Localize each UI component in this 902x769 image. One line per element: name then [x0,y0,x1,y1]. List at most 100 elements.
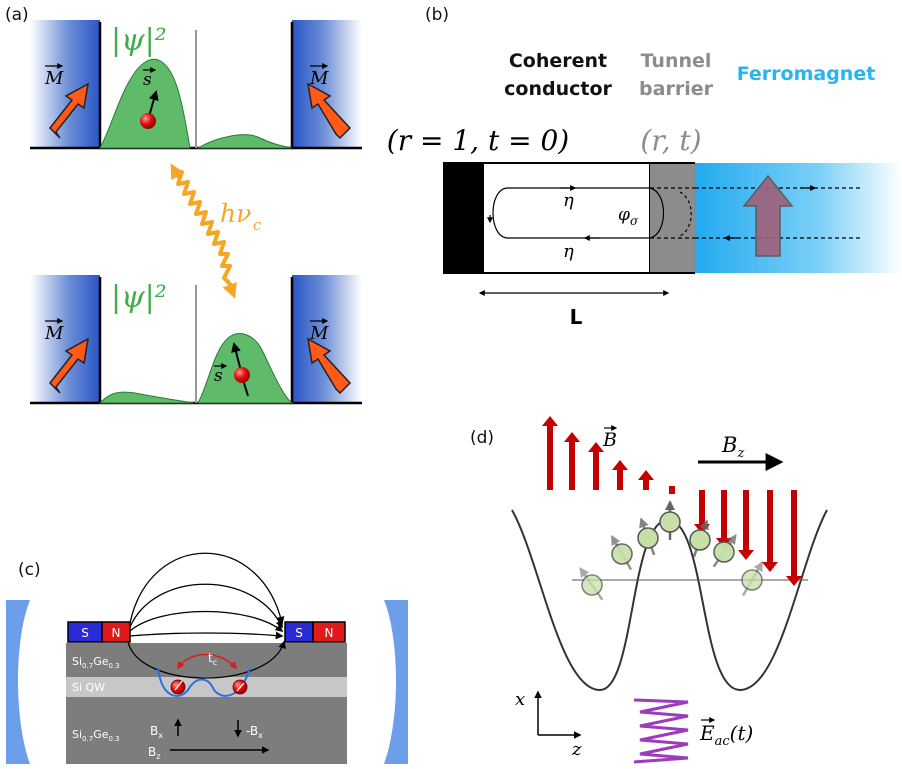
eac-label: Eac(t) [699,721,753,749]
panel-a-label: (a) [5,5,29,25]
loop-path [492,187,650,239]
bz-label-d: Bz [721,433,744,461]
panel-c: (c) S N S N Si0.7Ge0.3 Si QW Si0.7Ge0.3 … [6,552,408,764]
upper-well: s |ψ|² M M [30,20,362,150]
ferromagnet-region [695,163,902,273]
eta-top: η [563,190,574,211]
field-arrow [738,490,754,560]
photon-label-sub: c [253,216,262,234]
tunnel-arrow [177,653,237,670]
bx-label: Bx [150,724,163,740]
ac-drive-wave [633,698,689,764]
upper-right-M: M [309,68,329,89]
lower-wavefunction-tail [98,391,195,404]
eta-bottom: η [563,241,574,262]
upper-wavefunction [99,58,191,149]
right-magnet-upper [292,20,362,148]
left-dot-spin [174,680,183,691]
lower-electron [234,367,250,383]
upper-spin-label: s [143,70,152,90]
photon-arrowhead-down [222,279,237,299]
field-arrow [786,490,802,586]
left-magnet-s-label: S [81,626,89,640]
double-dot-potential [157,667,251,697]
top-layer-si: Si0.7Ge0.3 [72,655,120,670]
photon: hν c [170,163,262,299]
particle [611,543,633,565]
upper-right-moment-arrow [307,82,352,140]
label-tunnel: Tunnel [641,50,712,72]
barrier-rt: (r, t) [640,124,701,157]
panel-d-label: (d) [470,428,494,448]
bottom-layer-si: Si0.7Ge0.3 [72,728,120,743]
particle [637,527,659,549]
particle [741,569,763,591]
field-arrow [716,490,732,548]
label-ferromagnet: Ferromagnet [737,63,876,85]
barrier-reflect-dash [679,191,692,237]
panel-b: (b) Coherent conductor Tunnel barrier Fe… [387,5,902,329]
lower-right-M: M [309,323,329,344]
barrier-dashes [650,187,695,239]
left-magnet-n [101,621,131,643]
right-dot-spin [236,682,245,692]
upper-wavefunction-tail [196,134,293,149]
lower-left-M: M [44,323,64,344]
left-magnet-lower [30,275,100,403]
bz-label: Bz [148,745,160,761]
panel-b-label: (b) [425,5,449,25]
field-arrow [638,470,654,490]
upper-left-M: M [44,68,64,89]
right-magnet-lower [292,275,362,403]
qw-layer-label: Si QW [72,681,105,694]
lower-spin-label: s [214,366,223,386]
lower-right-moment-arrow [307,337,352,395]
phase-label: φ [618,205,630,225]
particle [659,511,681,533]
left-mirror [6,600,30,764]
right-mirror [384,600,408,764]
left-magnet-upper [30,20,100,148]
label-coherent: Coherent [509,50,607,72]
conductor-rt: (r = 1, t = 0) [387,124,569,157]
lower-spin-tail [243,382,249,397]
left-magnet-n-label: N [112,626,121,640]
photon-label: hν [220,199,251,228]
field-arrow [612,460,628,490]
field-arrow [762,490,778,572]
upper-left-moment-arrow [48,82,89,139]
field-arrow [542,416,558,490]
si-qw-layer [66,677,347,697]
lower-psi-label: |ψ|² [111,280,167,315]
loop-reflect [649,187,664,239]
axis-z-label: z [571,739,582,760]
field-arrows [542,416,802,586]
upper-psi-label: |ψ|² [111,23,167,58]
field-arrow [694,490,710,534]
upper-electron [140,113,156,129]
lead-contact [443,163,483,273]
particle [689,529,711,551]
label-conductor: conductor [504,78,612,100]
length-label: L [570,305,583,329]
lower-left-moment-arrow [48,337,89,394]
field-arrow [564,432,580,490]
label-barrier: barrier [639,78,714,100]
panel-d: (d) B Bz x z Eac(t) [470,416,828,764]
right-magnet-s-label: S [295,626,303,640]
right-magnet-n [312,621,346,643]
field-lines [127,552,286,679]
phase-sub: σ [630,214,639,228]
lower-well: s |ψ|² M M [30,275,362,405]
field-arrow [588,442,604,490]
photon-wave [174,170,234,288]
particle [713,541,735,563]
right-magnet-n-label: N [325,626,334,640]
neg-bx-label: -Bx [246,724,263,740]
tunnel-barrier [650,163,695,273]
particle-trajectory [579,500,764,601]
field-arrow [669,486,675,494]
panel-c-label: (c) [18,560,41,580]
photon-arrowhead-up [170,163,185,181]
